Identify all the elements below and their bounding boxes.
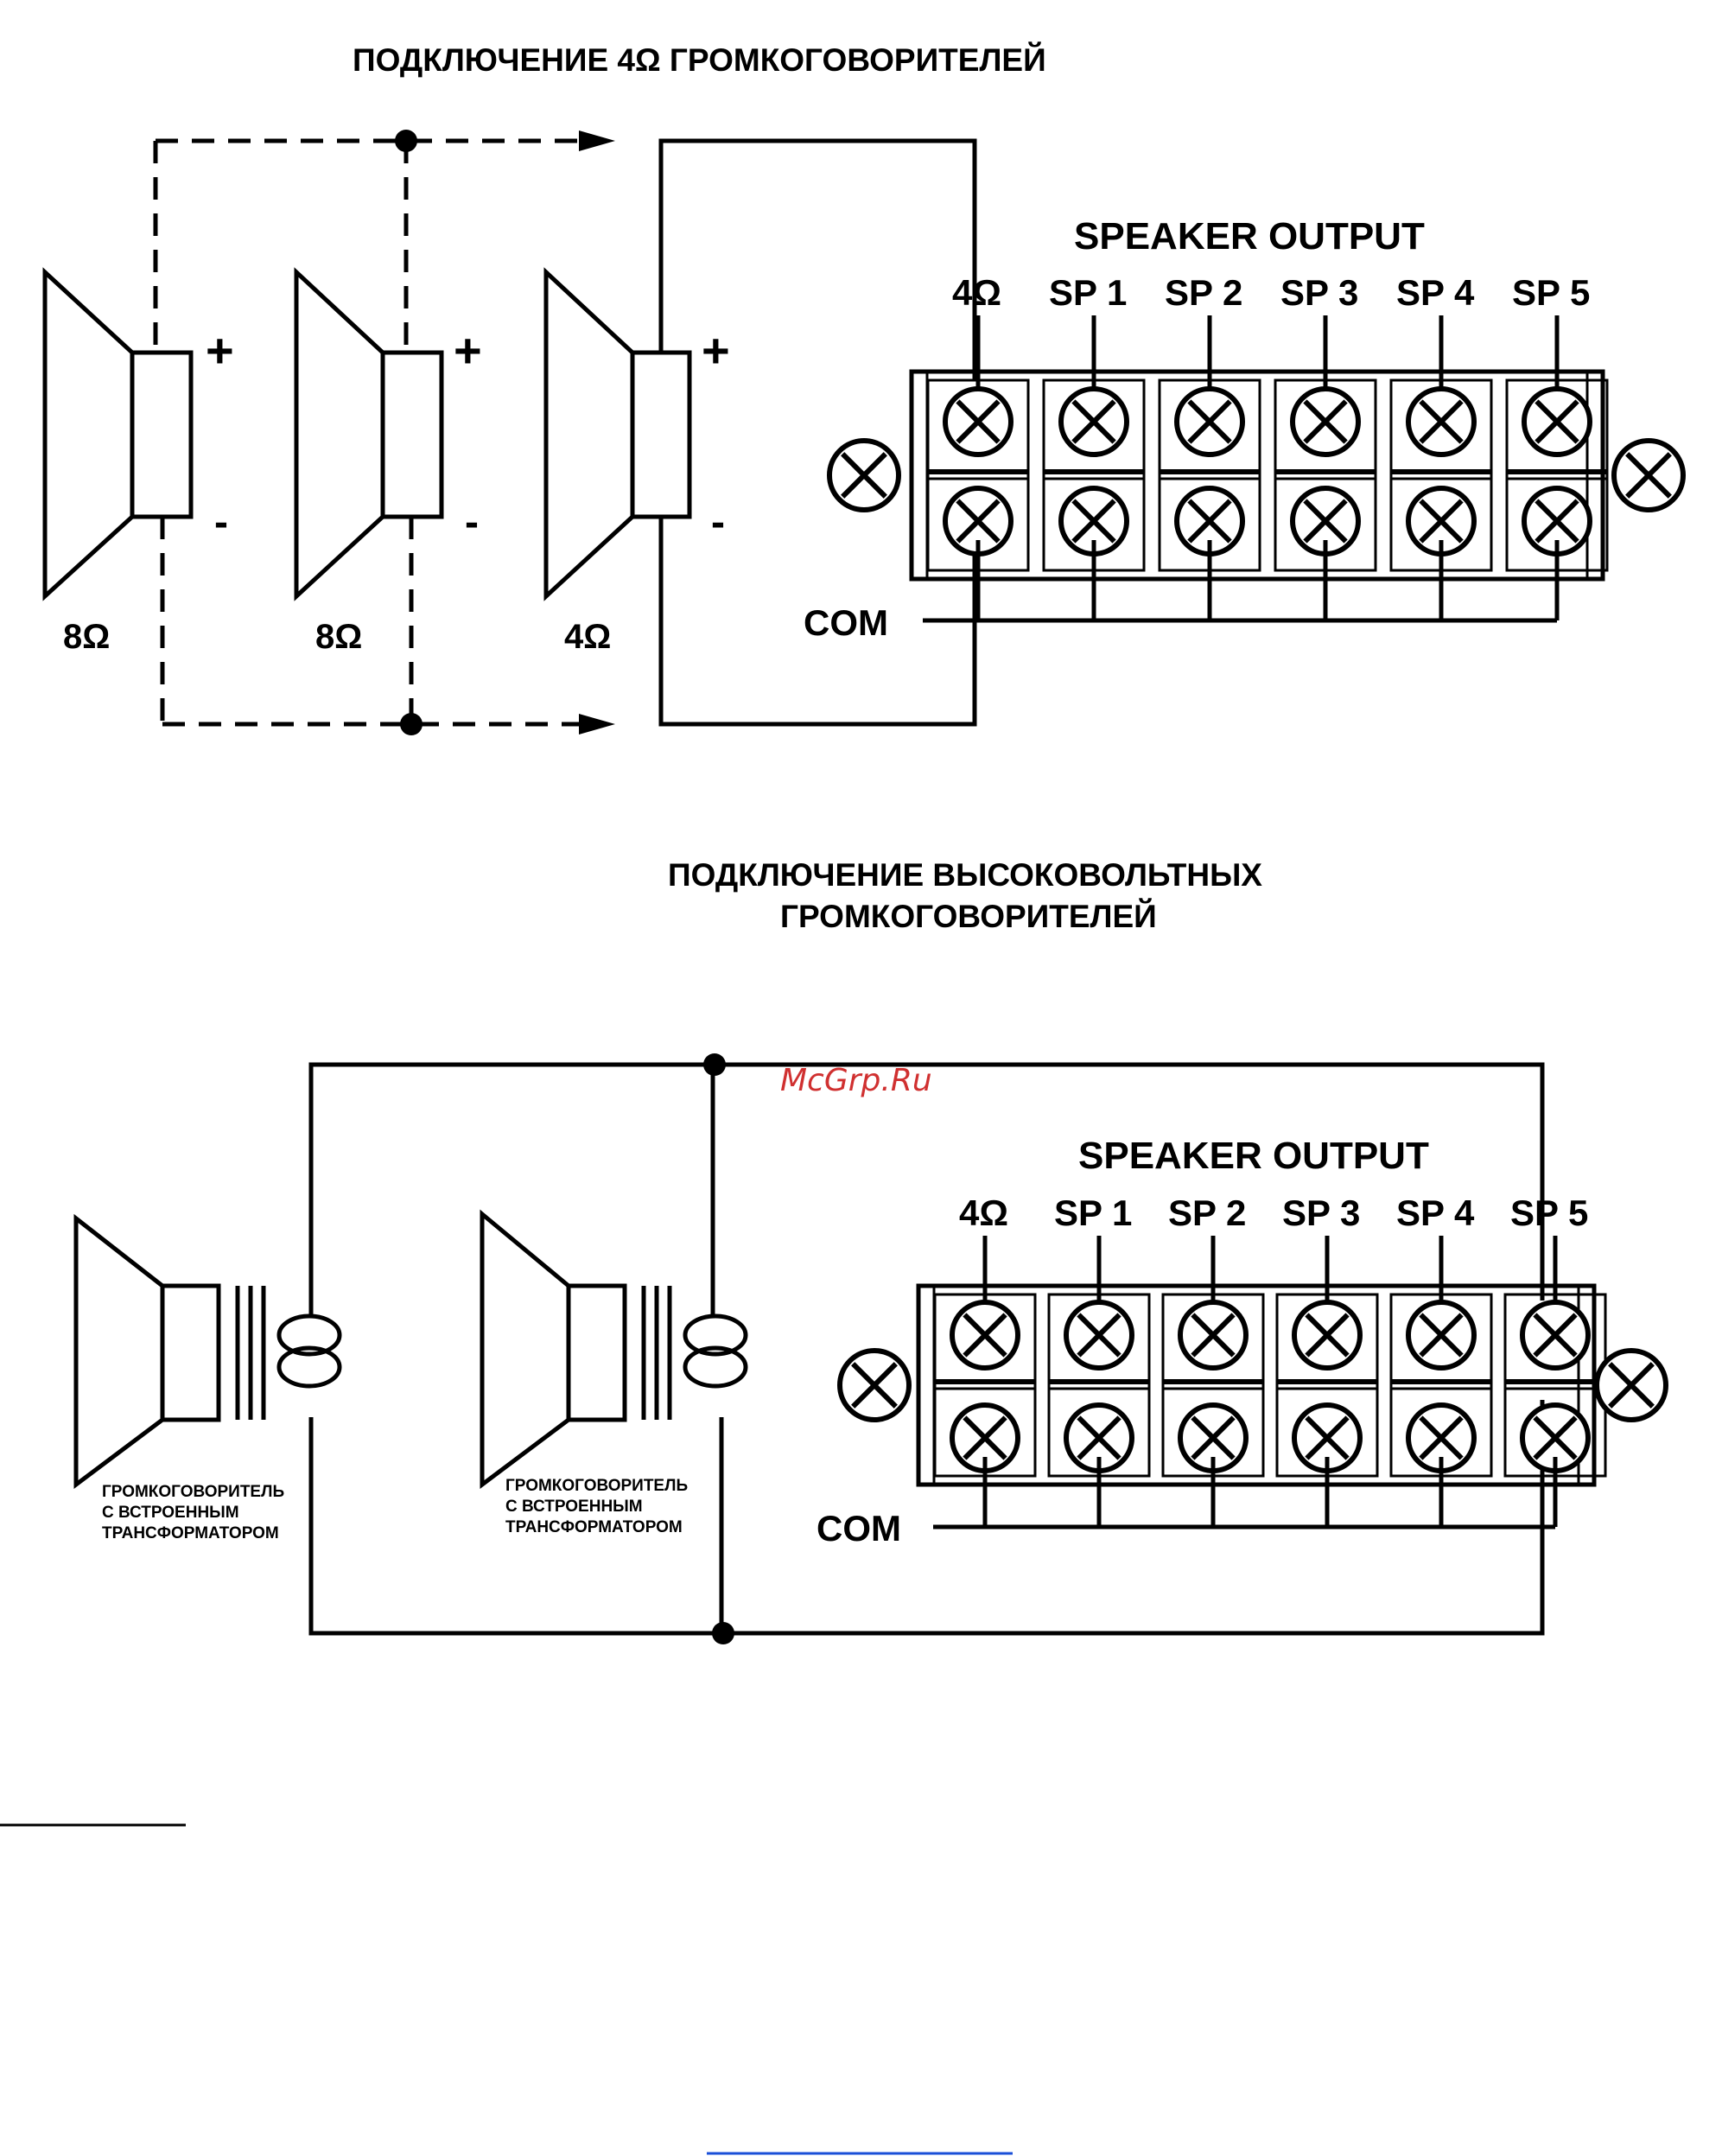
mounting-screw-icon [1611, 438, 1686, 512]
diagram2-title-line1: ПОДКЛЮЧЕНИЕ ВЫСОКОВОЛЬТНЫХ [668, 857, 1262, 893]
transformer-coil-icon [683, 1345, 748, 1389]
speaker-plus-sign: + [702, 323, 730, 378]
junction-dot [703, 1053, 726, 1076]
terminal-label: 4Ω [952, 272, 1001, 313]
speaker-with-transformer-right: ГРОМКОГОВОРИТЕЛЬ С ВСТРОЕННЫМ ТРАНСФОРМА… [480, 1209, 748, 1536]
terminal-screw-icon [950, 1300, 1020, 1371]
terminal-screw-icon [1174, 486, 1245, 556]
terminal-label: SP 5 [1512, 272, 1590, 313]
terminal-screw-icon [1522, 386, 1592, 457]
terminal-screw-icon [1174, 386, 1245, 457]
com-label: COM [804, 602, 888, 643]
speaker-4ohm: + - 4Ω [543, 267, 730, 656]
terminal-block: 4Ω SP 1 SP 2 SP 3 SP 4 SP 5 [837, 1192, 1668, 1530]
terminal-screw-icon [1406, 1300, 1477, 1371]
watermark: McGrp.Ru [780, 1063, 932, 1098]
mounting-screw-icon [837, 1348, 912, 1422]
terminal-screw-icon [1290, 486, 1361, 556]
dashed-parallel-wiring [153, 130, 615, 735]
terminal-screw-icon [943, 486, 1014, 556]
speaker-8ohm-middle: + - 8Ω [294, 267, 482, 656]
terminal-label: SP 3 [1282, 1192, 1360, 1233]
arrowhead-top [579, 130, 615, 151]
junction-dot [400, 713, 423, 735]
speaker-plus-sign: + [206, 323, 234, 378]
terminal-label: SP 4 [1396, 272, 1475, 313]
terminal-screw-icon [1058, 386, 1129, 457]
speaker-caption: ГРОМКОГОВОРИТЕЛЬ С ВСТРОЕННЫМ ТРАНСФОРМА… [102, 1483, 289, 1542]
terminal-label: SP 1 [1054, 1192, 1132, 1233]
speaker-impedance-label: 4Ω [564, 618, 611, 656]
arrowhead-bottom [579, 714, 615, 735]
terminal-label: SP 2 [1165, 272, 1242, 313]
terminal-screw-icon [1178, 1300, 1249, 1371]
mounting-screw-icon [1594, 1348, 1668, 1422]
transformer-coil-icon [276, 1345, 342, 1389]
speaker-minus-sign: - [465, 499, 479, 545]
terminal-screw-icon [1290, 386, 1361, 457]
junction-dot [395, 130, 417, 152]
speaker-minus-sign: - [711, 499, 725, 545]
speaker-plus-sign: + [454, 323, 482, 378]
speaker-with-transformer-left: ГРОМКОГОВОРИТЕЛЬ С ВСТРОЕННЫМ ТРАНСФОРМА… [73, 1213, 342, 1542]
terminal-screw-icon [1178, 1402, 1249, 1473]
terminal-label: SP 1 [1049, 272, 1127, 313]
diagram-4ohm-connection: ПОДКЛЮЧЕНИЕ 4Ω ГРОМКОГОВОРИТЕЛЕЙ + - 8Ω … [42, 41, 1686, 735]
terminal-label: SP 3 [1280, 272, 1358, 313]
solid-speaker-wiring [658, 138, 977, 727]
diagram2-title-line2: ГРОМКОГОВОРИТЕЛЕЙ [780, 898, 1157, 934]
diagram2-speaker-output-title: SPEAKER OUTPUT [1078, 1135, 1429, 1177]
speaker-impedance-label: 8Ω [63, 618, 110, 656]
terminal-screw-icon [943, 386, 1014, 457]
com-label: COM [817, 1508, 901, 1549]
terminal-screw-icon [1406, 1402, 1477, 1473]
transformer-coil-icon [683, 1313, 748, 1357]
terminal-screw-icon [1064, 1300, 1134, 1371]
speaker-impedance-label: 8Ω [315, 618, 362, 656]
terminal-label: SP 4 [1396, 1192, 1475, 1233]
terminal-screw-icon [1520, 1300, 1591, 1371]
transformer-coil-icon [276, 1313, 342, 1357]
mounting-screw-icon [827, 438, 901, 512]
terminal-block: 4Ω SP 1 SP 2 SP 3 SP 4 SP 5 [827, 272, 1686, 623]
terminal-label: 4Ω [959, 1192, 1008, 1233]
diagram1-speaker-output-title: SPEAKER OUTPUT [1074, 215, 1425, 258]
diagram-high-voltage-connection: ПОДКЛЮЧЕНИЕ ВЫСОКОВОЛЬТНЫХ ГРОМКОГОВОРИТ… [73, 857, 1668, 1644]
terminal-screw-icon [1406, 386, 1477, 457]
diagram1-title: ПОДКЛЮЧЕНИЕ 4Ω ГРОМКОГОВОРИТЕЛЕЙ [353, 41, 1046, 78]
high-voltage-bus-wiring [308, 1053, 1545, 1644]
speaker-8ohm-left: + - 8Ω [42, 267, 234, 656]
speaker-minus-sign: - [214, 499, 228, 545]
junction-dot [712, 1622, 734, 1644]
terminal-screw-icon [1292, 1300, 1363, 1371]
terminal-label: SP 2 [1168, 1192, 1246, 1233]
terminal-label: SP 5 [1510, 1192, 1588, 1233]
speaker-caption: ГРОМКОГОВОРИТЕЛЬ С ВСТРОЕННЫМ ТРАНСФОРМА… [505, 1477, 692, 1536]
